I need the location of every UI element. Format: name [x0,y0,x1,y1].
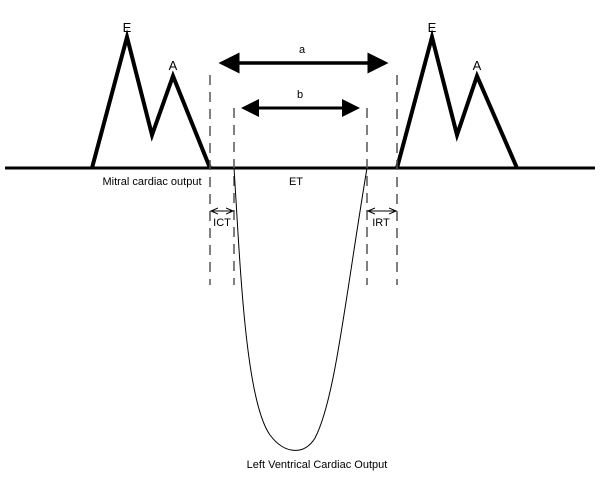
mitral-waveform-right [395,29,519,169]
label-lv-output: Left Ventrical Cardiac Output [246,459,388,471]
label-a-left: A [168,58,178,73]
label-et: ET [288,176,304,188]
mitral-waveform-left [90,29,212,169]
label-ict: ICT [213,217,231,229]
label-interval-a: a [298,44,306,56]
label-mitral: Mitral cardiac output [102,176,202,188]
lv-output-curve [233,167,368,451]
label-a-right: A [472,58,482,73]
label-irt: IRT [372,217,390,229]
label-e-right: E [427,20,437,35]
label-interval-b: b [296,89,304,101]
label-e-left: E [122,20,132,35]
